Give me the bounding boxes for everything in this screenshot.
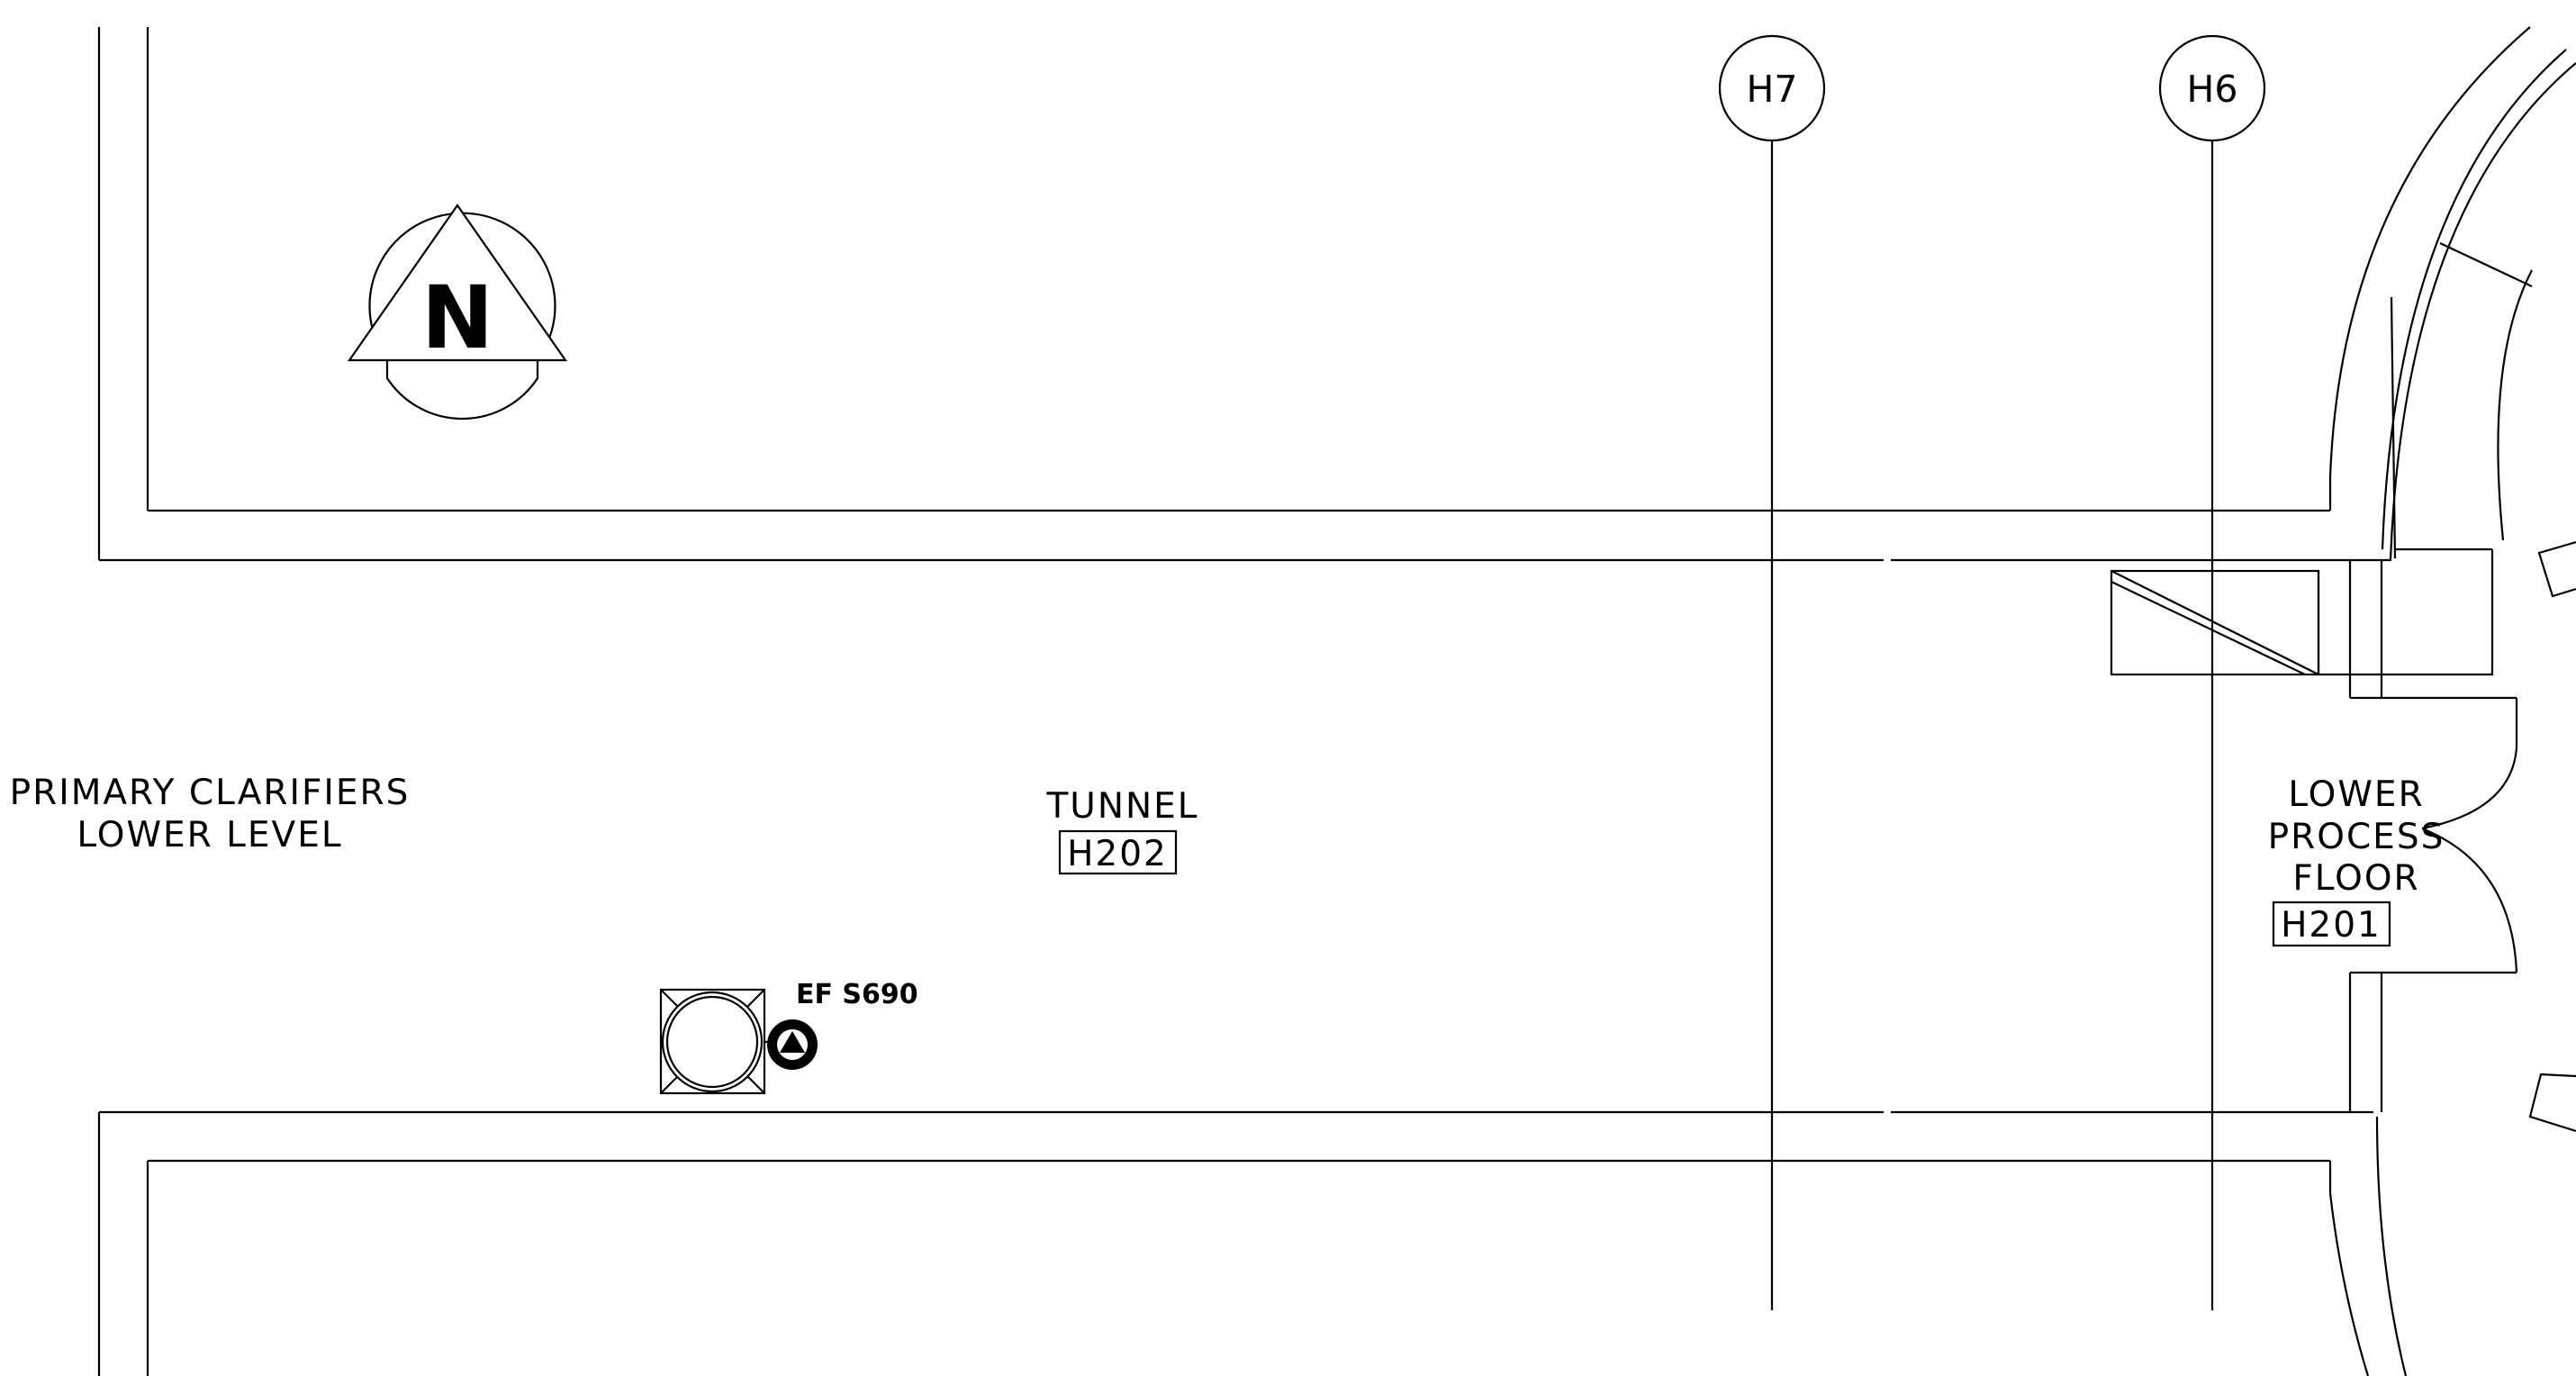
tunnel-label: TUNNEL [1045,786,1198,827]
process-building-curved-walls [2328,26,2576,1376]
lower-process-room-number-box [2272,901,2391,947]
doorway-and-doors [2110,560,2518,1112]
tunnel-room-number: H202 [1067,834,1168,874]
exhaust-fan-symbol [659,988,773,1095]
grid-bubble-h6-label: H6 [2187,68,2238,111]
tunnel-walls [97,27,2391,1376]
equipment-tag-marker-icon [767,1019,818,1070]
lower-process-label-line3: FLOOR [2292,858,2419,899]
lower-process-room-number: H201 [2281,905,2382,946]
lower-process-label-line2: PROCESS [2268,817,2445,857]
room-label-lower-process-floor: LOWER PROCESS FLOOR H201 [2268,774,2445,947]
north-arrow-letter: N [421,267,493,368]
grid-bubble-h7-label: H7 [1747,68,1798,111]
equipment-tag-label: EF S690 [796,979,918,1010]
grid-line-h6: H6 [2158,34,2266,1310]
room-label-tunnel: TUNNEL H202 [1045,786,1198,875]
room-label-primary-clarifiers: PRIMARY CLARIFIERS LOWER LEVEL [10,773,411,855]
primary-clarifiers-label-line1: PRIMARY CLARIFIERS [10,773,411,813]
grid-line-h7: H7 [1718,34,1826,1310]
lower-process-label-line1: LOWER [2288,774,2424,815]
north-arrow-icon: N [347,204,568,421]
primary-clarifiers-label-line2: LOWER LEVEL [77,815,342,855]
tunnel-room-number-box [1058,829,1178,875]
